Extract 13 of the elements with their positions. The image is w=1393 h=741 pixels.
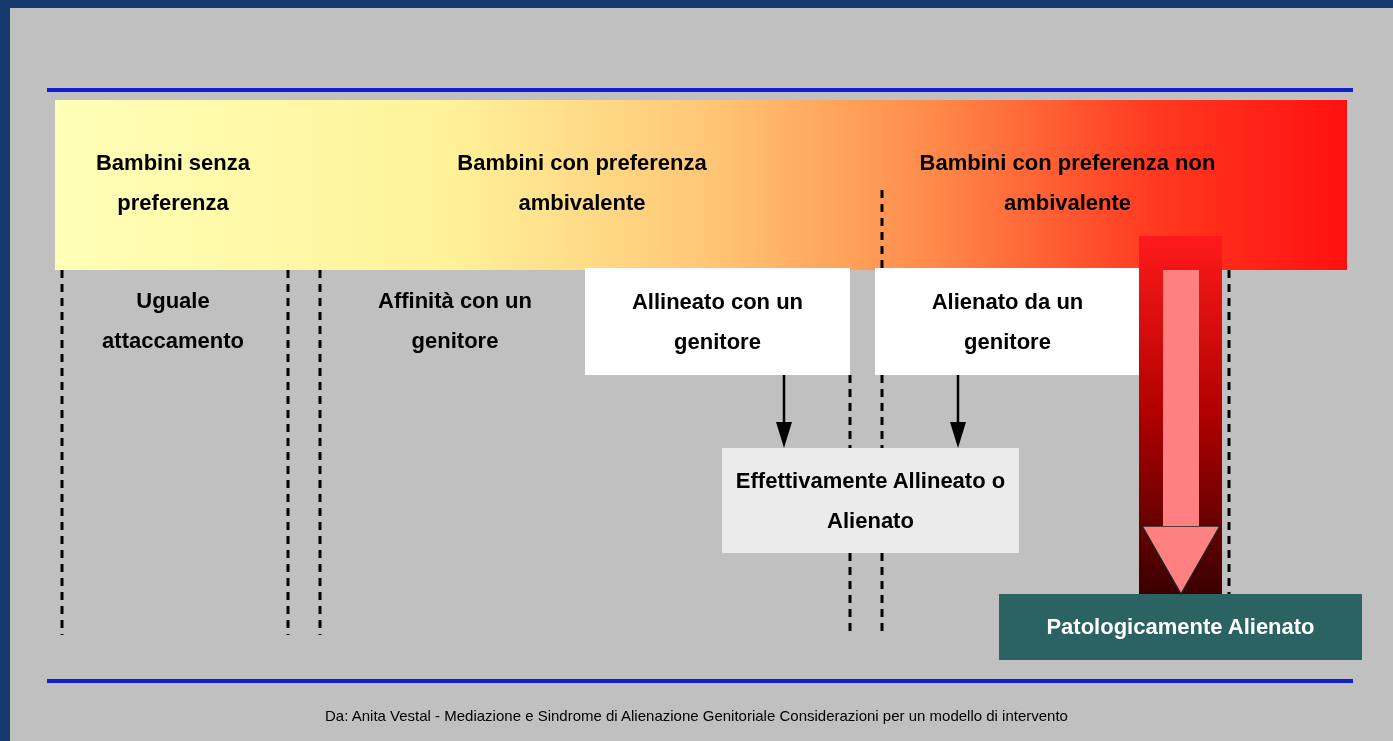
outcome-box: Patologicamente Alienato xyxy=(999,594,1362,660)
category-label: Affinità con un genitore xyxy=(330,280,580,362)
band-heading: Bambini senza preferenza xyxy=(94,149,251,217)
band-heading: Bambini con preferenza ambivalente xyxy=(456,149,708,217)
band-heading: Bambini con preferenza non ambivalente xyxy=(918,149,1217,217)
caption: Da: Anita Vestal - Mediazione e Sindrome di Alienazione Genitoriale Considerazioni per un modello di intervento xyxy=(324,707,1069,724)
category-box: Allineato con un genitore xyxy=(585,268,850,375)
category-label: Uguale attaccamento xyxy=(70,280,276,362)
arrow xyxy=(950,375,966,448)
spectrum-band xyxy=(55,100,1347,270)
arrow xyxy=(776,375,792,448)
outcome-box: Effettivamente Allineato o Alienato xyxy=(722,448,1019,553)
category-box: Alienato da un genitore xyxy=(875,268,1140,375)
